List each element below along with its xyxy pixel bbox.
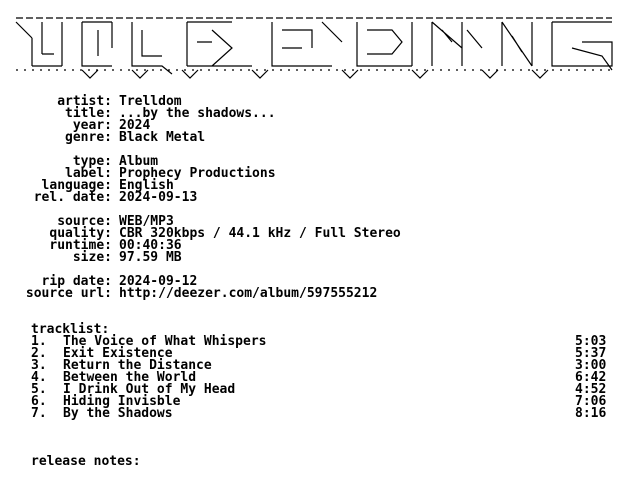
field-key: quality:: [49, 226, 112, 241]
track-title: Hiding Invisble: [63, 394, 181, 409]
field-value: Album: [119, 154, 159, 169]
release-notes-heading: release notes:: [31, 454, 141, 469]
field-value: English: [119, 178, 174, 193]
field-value: CBR 320kbps / 44.1 kHz / Full Stereo: [119, 226, 401, 241]
field-key: source url:: [25, 286, 112, 301]
field-value: Trelldom: [119, 94, 182, 109]
track-duration: 8:16: [575, 406, 607, 421]
field-value: ...by the shadows...: [119, 106, 276, 121]
track-title: Exit Existence: [63, 346, 173, 361]
field-value: Prophecy Productions: [119, 166, 276, 181]
field-value: WEB/MP3: [119, 214, 174, 229]
track-number: 5.: [31, 382, 47, 397]
release-notes-heading-row: release notes:: [0, 444, 141, 468]
field-value: 2024-09-13: [119, 190, 198, 205]
track-number: 2.: [31, 346, 47, 361]
field-key: rip date:: [41, 274, 112, 289]
field-value: 00:40:36: [119, 238, 182, 253]
logo-glyphs: [15, 21, 613, 75]
track-duration: 5:03: [575, 334, 607, 349]
tracklist-heading-row: tracklist:: [0, 312, 109, 336]
logo-shadow-chevrons: [16, 69, 612, 79]
track-duration: 5:37: [575, 346, 607, 361]
field-key: title:: [65, 106, 112, 121]
track-duration: 3:00: [575, 358, 607, 373]
track-title: By the Shadows: [63, 406, 173, 421]
field-key: size:: [72, 250, 112, 265]
track-duration: 6:42: [575, 370, 607, 385]
track-number: 1.: [31, 334, 47, 349]
field-key: runtime:: [49, 238, 112, 253]
track-number: 3.: [31, 358, 47, 373]
field-key: artist:: [57, 94, 112, 109]
field-key: language:: [41, 178, 112, 193]
field-key: label:: [65, 166, 112, 181]
field-value: Black Metal: [119, 130, 206, 145]
track-number: 7.: [31, 406, 47, 421]
field-key: type:: [72, 154, 112, 169]
field-value: 2024: [119, 118, 151, 133]
field-key: year:: [72, 118, 112, 133]
field-value: http://deezer.com/album/597555212: [119, 286, 378, 301]
track-duration: 4:52: [575, 382, 607, 397]
track-number: 6.: [31, 394, 47, 409]
ascii-logo: [15, 17, 613, 79]
track-title: Return the Distance: [63, 358, 212, 373]
field-value: 2024-09-12: [119, 274, 198, 289]
track-title: The Voice of What Whispers: [63, 334, 267, 349]
field-value: 97.59 MB: [119, 250, 182, 265]
field-key: rel. date:: [33, 190, 112, 205]
track-duration: 7:06: [575, 394, 607, 409]
tracklist-heading: tracklist:: [31, 322, 110, 337]
field-key: source:: [57, 214, 112, 229]
track-number: 4.: [31, 370, 47, 385]
field-key: genre:: [65, 130, 112, 145]
track-title: I Drink Out of My Head: [63, 382, 236, 397]
track-title: Between the World: [63, 370, 197, 385]
